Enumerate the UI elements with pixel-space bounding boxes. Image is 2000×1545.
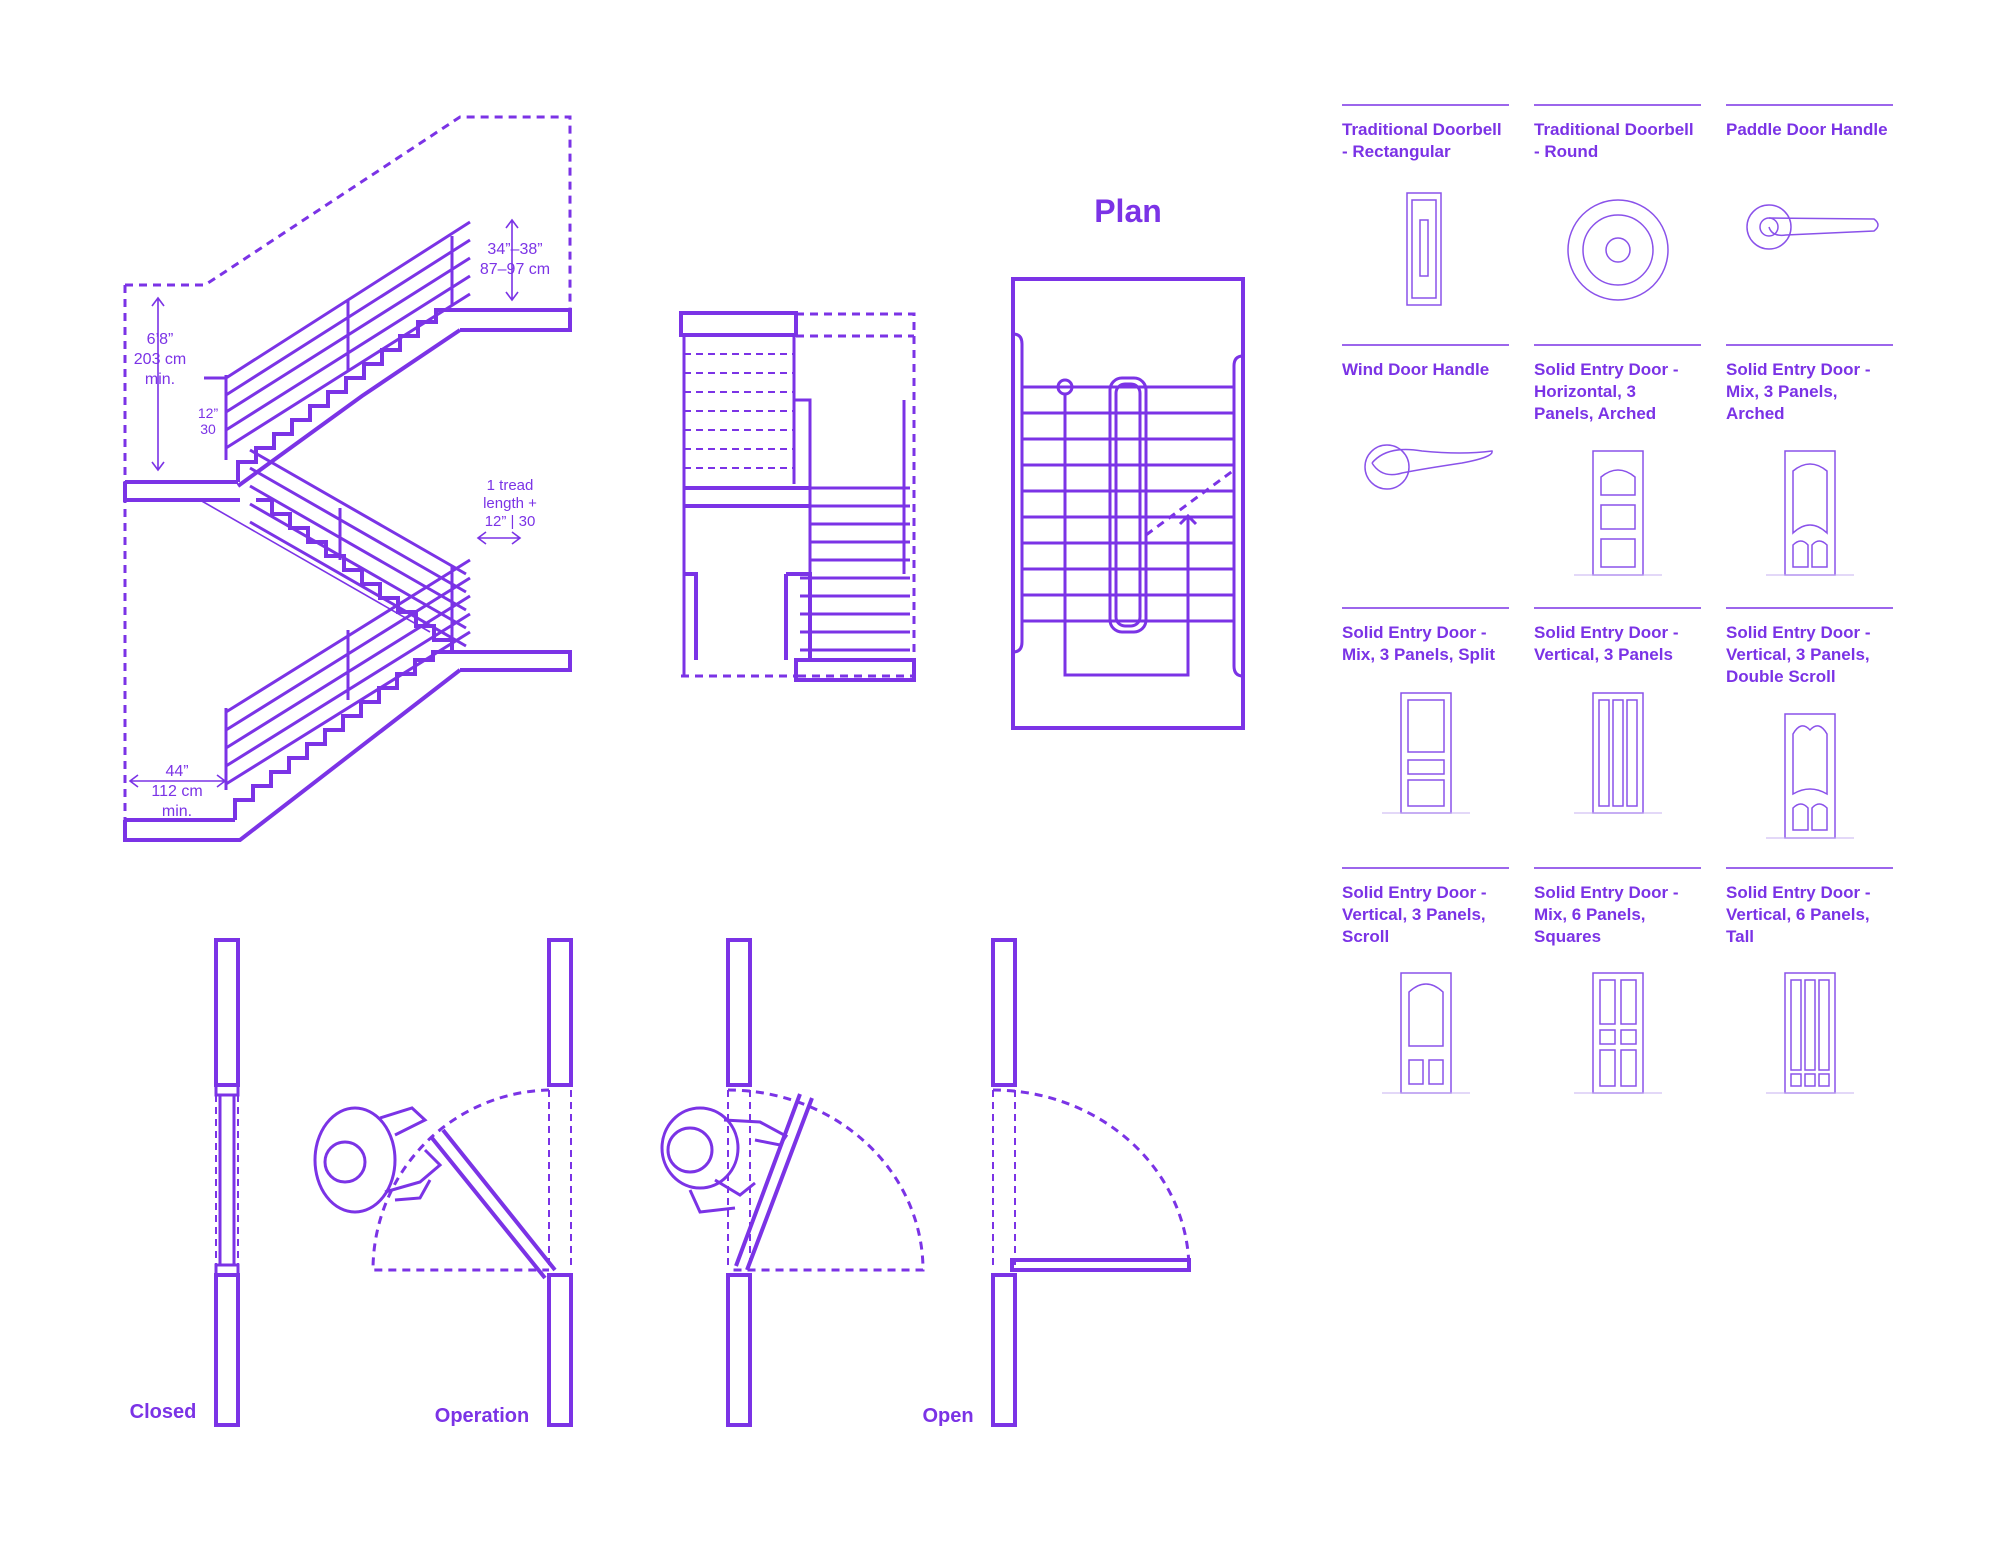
card-paddle-door-handle[interactable]: Paddle Door Handle — [1726, 104, 1893, 250]
width-label-line3: min. — [162, 803, 192, 820]
card-title-line1: Solid Entry Door - — [1342, 623, 1487, 642]
tread-extension-label-line3: 12” | 30 — [485, 513, 536, 530]
headroom-label-line3: min. — [145, 371, 175, 388]
doorbell-rect-icon — [1406, 192, 1442, 306]
card-title-line3: Panels, Arched — [1534, 404, 1656, 423]
card-door-mix-3-split[interactable]: Solid Entry Door - Mix, 3 Panels, Split — [1342, 607, 1509, 814]
card-title-line1: Solid Entry Door - — [1534, 360, 1679, 379]
card-door-horizontal-3-arched[interactable]: Solid Entry Door - Horizontal, 3 Panels,… — [1534, 344, 1701, 576]
door-vertical-3-double-scroll-icon — [1766, 713, 1854, 839]
wind-handle-icon — [1364, 444, 1493, 490]
card-title-line1: Solid Entry Door - — [1726, 623, 1871, 642]
card-title-line2: Mix, 6 Panels, — [1534, 905, 1646, 924]
door-mix-3-split-icon — [1382, 692, 1470, 814]
card-title-line2: Mix, 3 Panels, Split — [1342, 645, 1495, 664]
card-title-line1: Solid Entry Door - — [1534, 883, 1679, 902]
card-title-line3: Arched — [1726, 404, 1785, 423]
door-closed-label: Closed — [130, 1401, 197, 1423]
door-mix-3-arched-icon — [1766, 450, 1854, 576]
tread-extension-label-line2: length + — [483, 495, 537, 512]
card-door-mix-6-squares[interactable]: Solid Entry Door - Mix, 6 Panels, Square… — [1534, 867, 1701, 1094]
plan-title: Plan — [1094, 193, 1162, 229]
door-vertical-3-scroll-icon — [1382, 972, 1470, 1094]
door-fully-open-drawing — [991, 938, 1191, 1427]
card-title-line1: Solid Entry Door - — [1726, 360, 1871, 379]
stair-plan-drawing — [1011, 277, 1245, 730]
headroom-label-line2: 203 cm — [134, 351, 186, 368]
card-title-line1: Solid Entry Door - — [1342, 883, 1487, 902]
product-cards-grid: Traditional Doorbell - Rectangular Tradi… — [1342, 104, 1893, 1094]
card-title-line1: Traditional Doorbell — [1534, 120, 1694, 139]
card-title-line3: Double Scroll — [1726, 667, 1836, 686]
door-mix-6-squares-icon — [1574, 972, 1662, 1094]
card-title-line2: Horizontal, 3 — [1534, 382, 1636, 401]
width-label-line1: 44” — [165, 763, 188, 780]
card-title-line1: Traditional Doorbell — [1342, 120, 1502, 139]
card-title-line3: Squares — [1534, 927, 1601, 946]
stair-section-drawing — [123, 115, 572, 842]
card-door-vertical-3[interactable]: Solid Entry Door - Vertical, 3 Panels — [1534, 607, 1701, 814]
card-title-line2: Vertical, 3 Panels, — [1342, 905, 1486, 924]
person-top-view-icon-1 — [313, 1106, 443, 1214]
card-title-line2: Vertical, 6 Panels, — [1726, 905, 1870, 924]
width-label-line2: 112 cm — [151, 783, 202, 800]
card-title-line2: - Rectangular — [1342, 142, 1451, 161]
stair-elevation-drawing — [679, 311, 916, 682]
handrail-height-label-line2: 87–97 cm — [480, 261, 550, 278]
card-traditional-doorbell-rectangular[interactable]: Traditional Doorbell - Rectangular — [1342, 104, 1509, 306]
door-operation-label: Operation — [435, 1405, 529, 1427]
card-door-vertical-6-tall[interactable]: Solid Entry Door - Vertical, 6 Panels, T… — [1726, 867, 1893, 1094]
card-door-vertical-3-scroll[interactable]: Solid Entry Door - Vertical, 3 Panels, S… — [1342, 867, 1509, 1094]
card-wind-door-handle[interactable]: Wind Door Handle — [1342, 344, 1509, 490]
paddle-handle-icon — [1746, 204, 1879, 250]
door-open-label: Open — [922, 1405, 973, 1427]
door-horizontal-3-arched-icon — [1574, 450, 1662, 576]
person-top-view-icon-2 — [660, 1106, 789, 1214]
doorbell-round-icon — [1567, 199, 1669, 301]
extension-label-line1: 12” — [198, 405, 219, 421]
extension-label-line2: 30 — [200, 421, 216, 437]
card-title-line2: Mix, 3 Panels, — [1726, 382, 1838, 401]
card-title-line2: - Round — [1534, 142, 1598, 161]
card-title-line2: Vertical, 3 Panels, — [1726, 645, 1870, 664]
door-vertical-3-icon — [1574, 692, 1662, 814]
door-operation-drawing — [313, 938, 573, 1427]
card-title-line3: Scroll — [1342, 927, 1389, 946]
door-open-drawing — [660, 938, 925, 1427]
card-title-line1: Wind Door Handle — [1342, 360, 1489, 379]
headroom-label-line1: 6’8” — [147, 331, 174, 348]
card-door-vertical-3-double-scroll[interactable]: Solid Entry Door - Vertical, 3 Panels, D… — [1726, 607, 1893, 839]
card-title-line3: Tall — [1726, 927, 1754, 946]
door-vertical-6-tall-icon — [1766, 972, 1854, 1094]
tread-extension-label-line1: 1 tread — [487, 477, 534, 494]
handrail-height-label-line1: 34”–38” — [487, 241, 542, 258]
stair-dimension-labels: 6’8” 203 cm min. 34”–38” 87–97 cm 12” 30… — [134, 241, 550, 820]
card-title-line2: Vertical, 3 Panels — [1534, 645, 1673, 664]
card-door-mix-3-arched[interactable]: Solid Entry Door - Mix, 3 Panels, Arched — [1726, 344, 1893, 576]
card-title-line1: Solid Entry Door - — [1534, 623, 1679, 642]
card-title-line1: Solid Entry Door - — [1726, 883, 1871, 902]
card-title-line1: Paddle Door Handle — [1726, 120, 1888, 139]
door-closed-drawing — [214, 938, 240, 1427]
card-traditional-doorbell-round[interactable]: Traditional Doorbell - Round — [1534, 104, 1701, 301]
